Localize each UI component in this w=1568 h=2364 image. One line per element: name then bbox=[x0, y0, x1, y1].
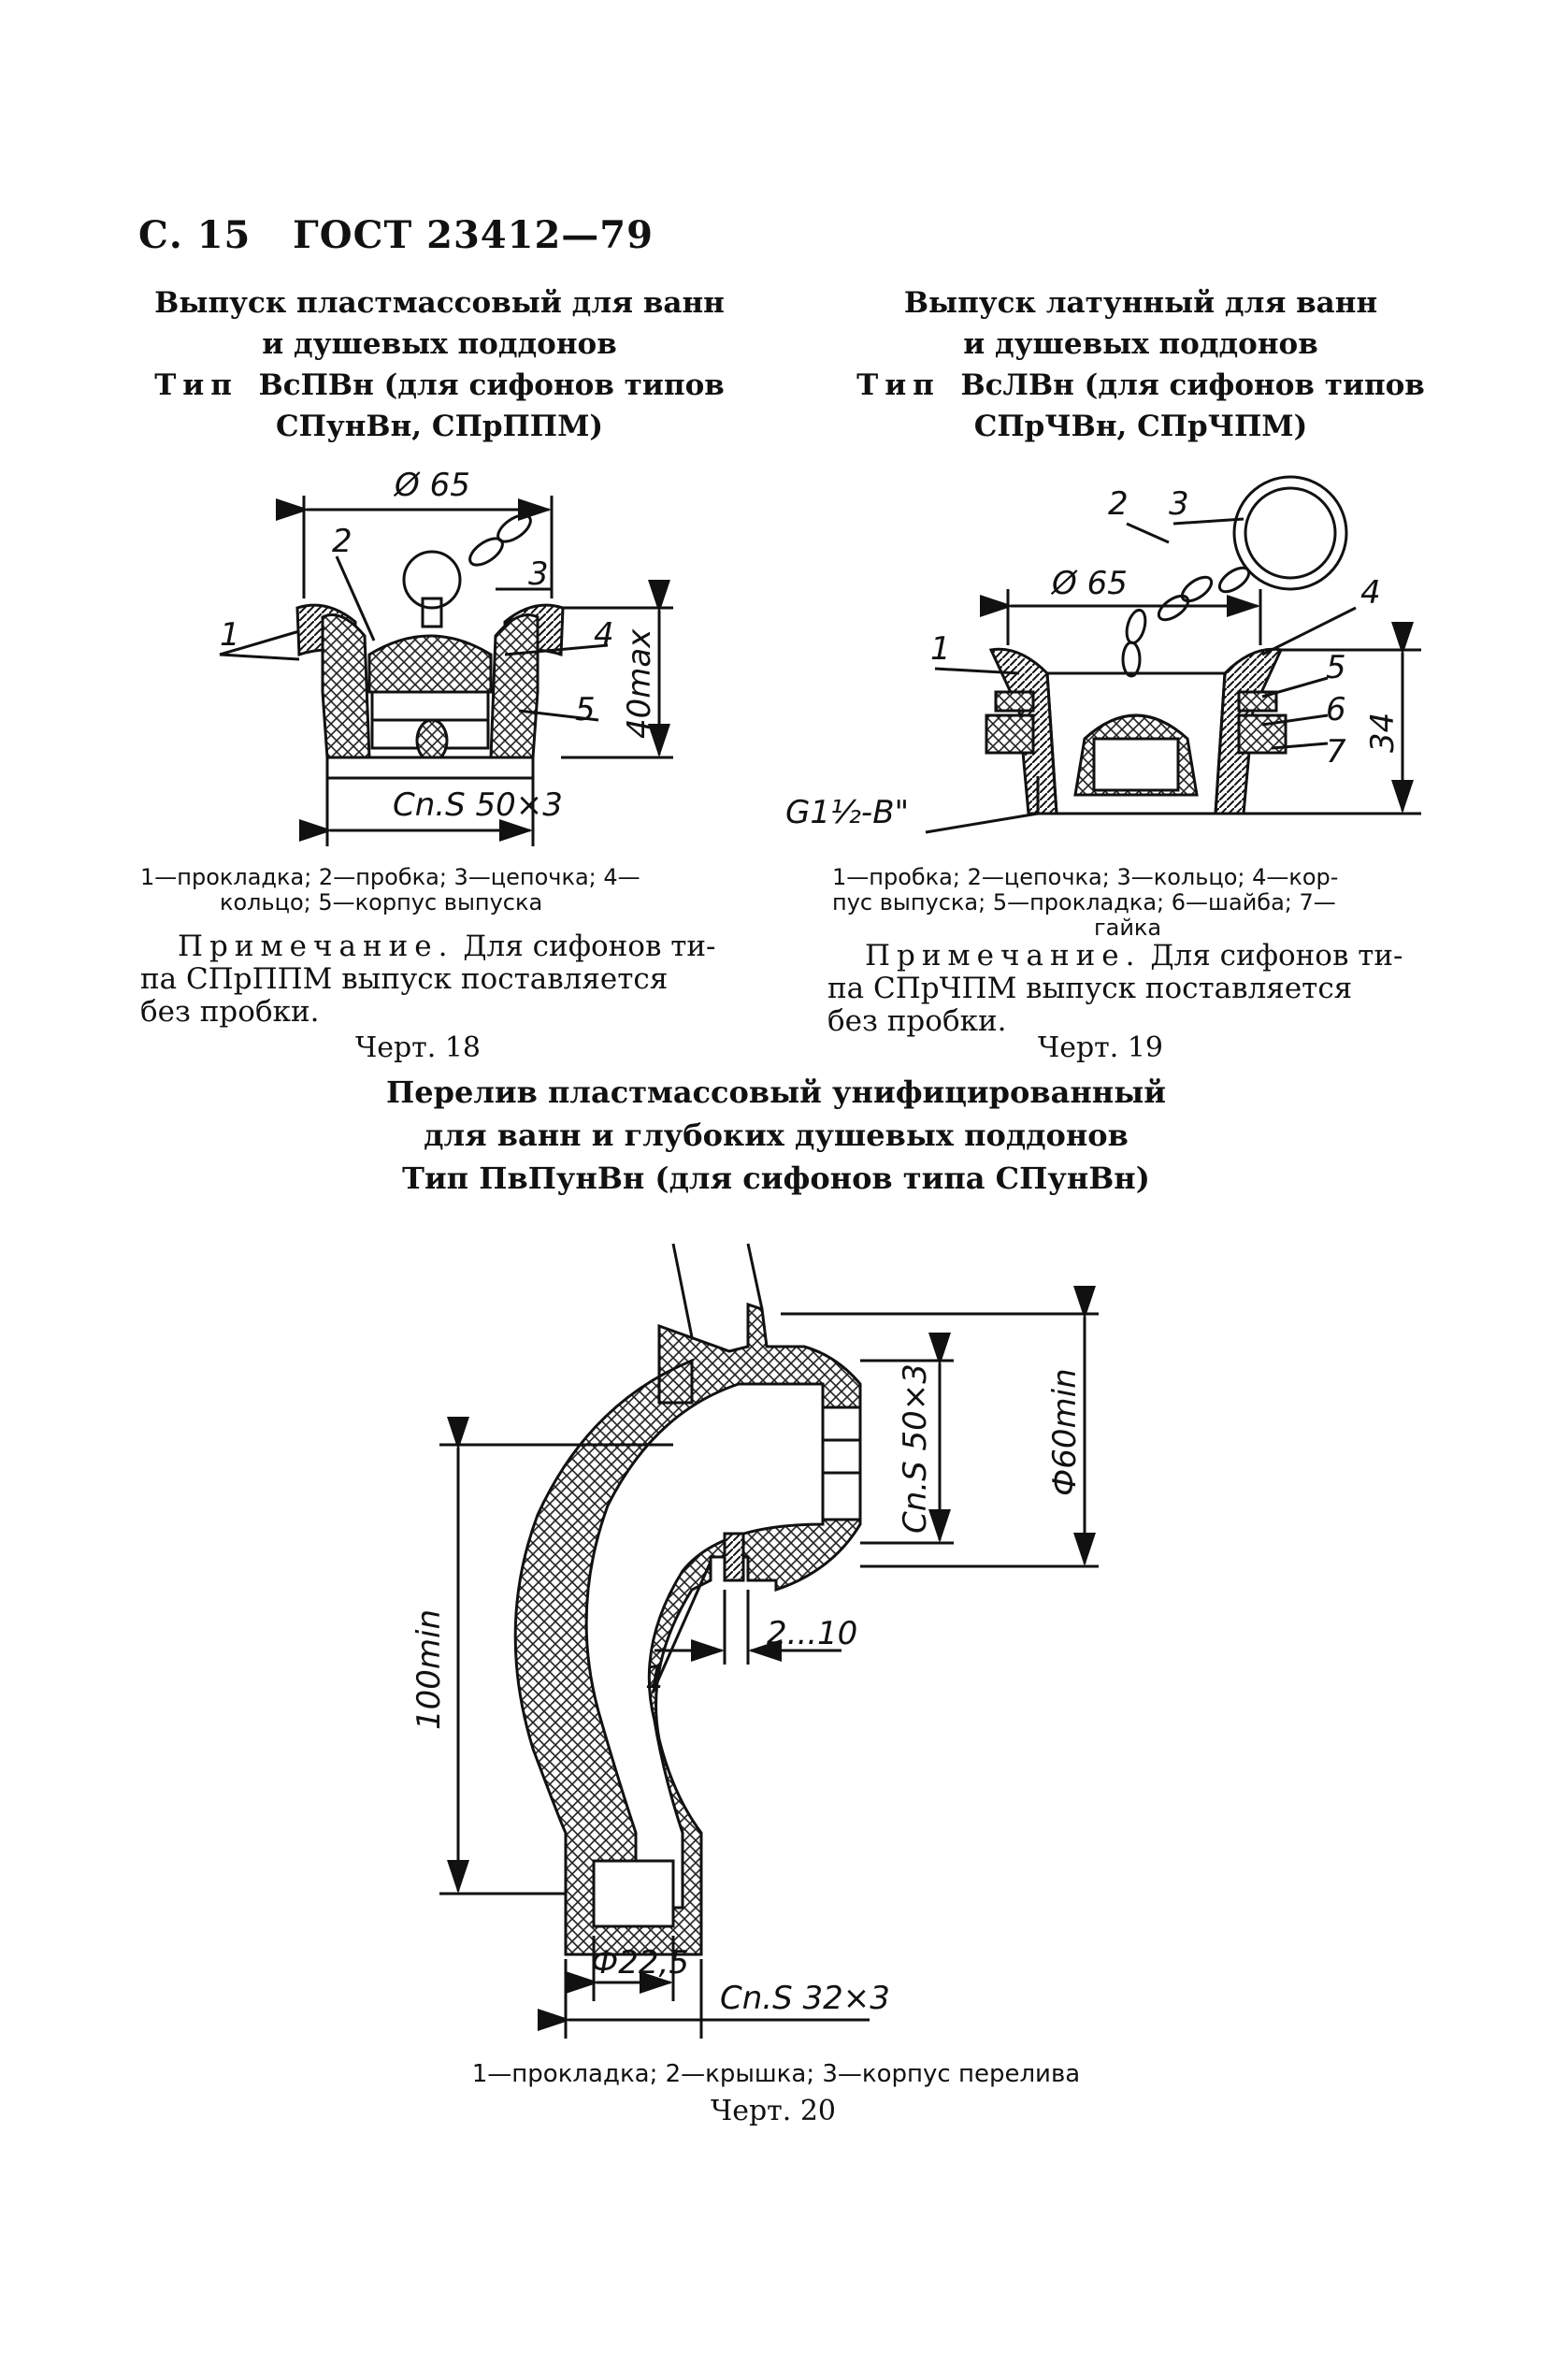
fig19-legend: 1—пробка; 2—цепочка; 3—кольцо; 4—кор- пу… bbox=[832, 864, 1339, 941]
fig19-dim-height: 34 bbox=[1364, 713, 1402, 753]
fig20-legend: 1—прокладка; 2—крышка; 3—корпус перелива bbox=[471, 2060, 1081, 2088]
fig19-label: Черт. 19 bbox=[1038, 1031, 1163, 1064]
fig18-label: Черт. 18 bbox=[355, 1031, 481, 1064]
fig19-callout-4: 4 bbox=[1360, 574, 1381, 612]
fig19-callout-7: 7 bbox=[1326, 733, 1346, 771]
fig18-title: Выпуск пластмассовый для ванн и душевых … bbox=[154, 286, 725, 443]
fig19-note: Примечание. Для сифонов ти- па СПрЧПМ вы… bbox=[827, 939, 1403, 1038]
page-header: С. 15 ГОСТ 23412—79 bbox=[138, 213, 654, 257]
fig19-dim-thread: G1½-B" bbox=[785, 794, 909, 831]
fig19-drawing bbox=[925, 475, 1421, 834]
fig18-callout-2: 2 bbox=[332, 523, 352, 560]
fig20-dim-pipe: Ф22,5 bbox=[591, 1944, 689, 1982]
fig18-callout-5: 5 bbox=[575, 691, 596, 728]
fig18-labels: Ø 65 1 2 3 4 5 Cn.S 50×3 40max bbox=[220, 467, 658, 824]
page-number: С. 15 bbox=[138, 213, 252, 257]
fig18-note: Примечание. Для сифонов ти- па СПрППМ вы… bbox=[140, 930, 716, 1029]
fig20-dim-gap: 2...10 bbox=[767, 1615, 857, 1652]
fig19-title: Выпуск латунный для ванн и душевых поддо… bbox=[856, 286, 1425, 443]
fig20-dim-60min: Ф60min bbox=[1046, 1368, 1084, 1496]
fig18-callout-3: 3 bbox=[528, 555, 549, 593]
fig20-dim-thread-bottom: Cn.S 32×3 bbox=[720, 1980, 890, 2017]
fig20-label: Черт. 20 bbox=[711, 2095, 836, 2127]
fig19-dim-diameter: Ø 65 bbox=[1050, 565, 1128, 602]
fig20-labels: 100min Ф60min Cn.S 50×3 2...10 1 Ф22,5 C… bbox=[410, 1363, 1084, 2017]
fig19-labels: 2 3 Ø 65 4 1 5 6 7 G1½-B" 34 bbox=[785, 485, 1402, 831]
fig19-callout-5: 5 bbox=[1326, 649, 1346, 686]
fig18-callout-4: 4 bbox=[594, 616, 614, 654]
fig19-callout-6: 6 bbox=[1326, 691, 1346, 728]
fig18-callout-1: 1 bbox=[220, 616, 240, 654]
fig20-dim-thread-top: Cn.S 50×3 bbox=[897, 1363, 934, 1534]
fig18-drawing bbox=[219, 496, 673, 846]
fig20-dim-100min: 100min bbox=[410, 1609, 448, 1730]
fig19-callout-2: 2 bbox=[1108, 485, 1129, 523]
fig19-callout-3: 3 bbox=[1169, 485, 1189, 523]
fig20-title: Перелив пластмассовый унифицированный дл… bbox=[386, 1074, 1166, 1196]
fig18-dim-diameter: Ø 65 bbox=[393, 467, 470, 504]
fig18-dim-thread: Cn.S 50×3 bbox=[393, 786, 563, 824]
fig20-callout-1: 1 bbox=[645, 1659, 666, 1696]
fig19-callout-1: 1 bbox=[930, 630, 951, 668]
fig18-dim-height: 40max bbox=[621, 628, 658, 739]
standard-number: ГОСТ 23412—79 bbox=[293, 213, 654, 257]
fig20-drawing bbox=[439, 1243, 1099, 2039]
fig18-legend: 1—прокладка; 2—пробка; 3—цепочка; 4— кол… bbox=[140, 864, 640, 915]
